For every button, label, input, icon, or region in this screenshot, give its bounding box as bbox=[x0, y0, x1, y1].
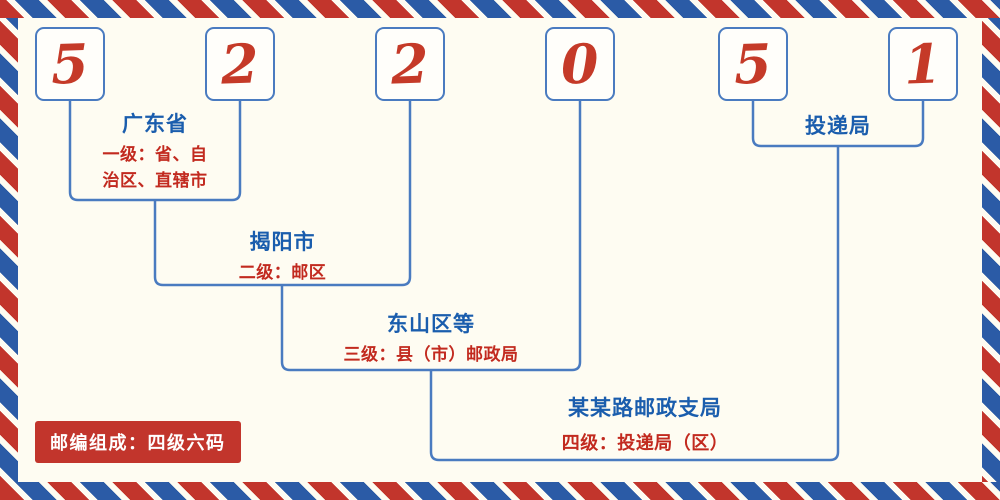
digit-5: 5 bbox=[733, 31, 773, 97]
airmail-border-right bbox=[982, 0, 1000, 500]
digit-1: 5 bbox=[50, 31, 90, 97]
bracket-level4 bbox=[429, 146, 840, 462]
level4-desc: 四级：投递局（区） bbox=[561, 433, 729, 454]
level4-name: 某某路邮政支局 bbox=[568, 396, 722, 420]
label-delivery-office: 投递局 bbox=[753, 110, 923, 140]
digit-box-4: 0 bbox=[545, 27, 615, 101]
level3-desc: 三级：县（市）邮政局 bbox=[343, 345, 519, 365]
level2-name: 揭阳市 bbox=[249, 230, 316, 254]
level2-desc: 二级：邮区 bbox=[238, 263, 327, 283]
digit-box-6: 1 bbox=[888, 27, 958, 101]
airmail-border-bottom bbox=[0, 482, 1000, 500]
airmail-border-top bbox=[0, 0, 1000, 18]
airmail-border-left bbox=[0, 0, 18, 500]
digit-box-2: 2 bbox=[205, 27, 275, 101]
label-level4-branch: 某某路邮政支局 四级：投递局（区） bbox=[495, 392, 795, 457]
label-level3-county: 东山区等 三级：县（市）邮政局 bbox=[282, 308, 580, 369]
level1-name: 广东省 bbox=[122, 112, 188, 136]
delivery-office-name: 投递局 bbox=[805, 114, 871, 138]
digit-box-3: 2 bbox=[375, 27, 445, 101]
footer-badge: 邮编组成：四级六码 bbox=[35, 421, 241, 463]
digit-3: 2 bbox=[390, 31, 430, 97]
digit-6: 1 bbox=[903, 31, 943, 97]
digit-box-1: 5 bbox=[35, 27, 105, 101]
digit-2: 2 bbox=[220, 31, 260, 97]
digit-4: 0 bbox=[560, 31, 600, 97]
level1-desc: 一级：省、自 治区、直辖市 bbox=[102, 145, 208, 191]
label-level2-city: 揭阳市 二级：邮区 bbox=[155, 226, 410, 287]
level3-name: 东山区等 bbox=[387, 312, 475, 336]
digit-box-5: 5 bbox=[718, 27, 788, 101]
label-level1-province: 广东省 一级：省、自 治区、直辖市 bbox=[70, 108, 240, 194]
